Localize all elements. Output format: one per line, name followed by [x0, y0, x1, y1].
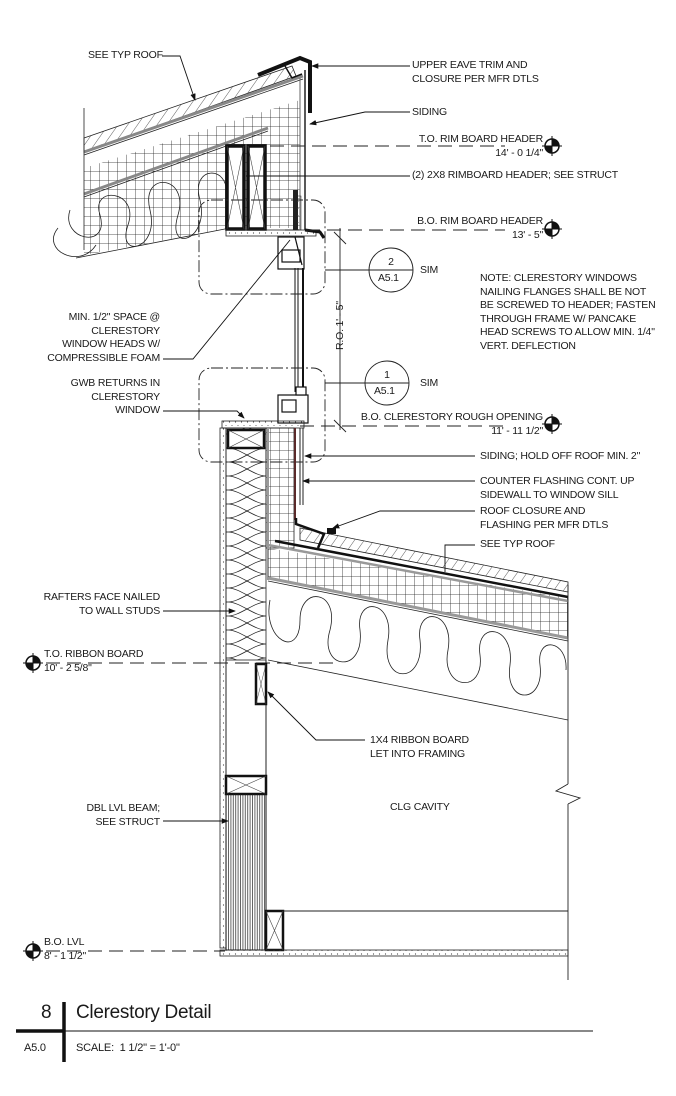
level-elev-bo-lvl: 8' - 1 1/2" — [44, 950, 87, 962]
note-siding-hold-off: SIDING; HOLD OFF ROOF MIN. 2" — [480, 450, 641, 462]
level-marker-icon — [542, 219, 562, 239]
level-name-bo-rim-board: B.O. RIM BOARD HEADER — [417, 215, 543, 227]
leader-lines — [162, 55, 475, 824]
level-elev-bo-rim-board: 13' - 5" — [512, 229, 543, 241]
level-elev-to-rim-board: 14' - 0 1/4" — [495, 147, 543, 159]
upper-eave-trim — [257, 55, 312, 113]
level-name-to-rim-board: T.O. RIM BOARD HEADER — [418, 133, 543, 145]
upper-window-frame — [277, 236, 305, 270]
lower-window-sill — [277, 386, 309, 424]
section-tag-2 — [368, 247, 414, 293]
clerestory-note: NOTE: CLERESTORY WINDOWS NAILING FLANGES… — [480, 272, 656, 352]
wall-assembly — [219, 427, 304, 949]
level-marker-icons — [23, 136, 562, 961]
upper-roof-assembly — [53, 55, 326, 270]
section-tag-1-sheet[interactable]: A5.1 — [374, 385, 395, 397]
detail-number: 8 — [41, 1002, 52, 1023]
upper-batt-insulation — [53, 172, 231, 259]
callout-box-upper — [198, 199, 326, 295]
upper-rigid-insulation — [84, 78, 300, 255]
sim-label-upper: SIM — [420, 264, 439, 276]
section-tag-2-sheet[interactable]: A5.1 — [378, 272, 399, 284]
gwb-return — [221, 420, 305, 429]
wall-rigid-insulation — [265, 427, 295, 549]
ceiling-gwb — [219, 949, 569, 957]
level-marker-icon — [23, 941, 43, 961]
break-line — [554, 783, 582, 805]
wall-batt-insulation — [225, 427, 267, 661]
rough-opening-dim-text: R.O. 1' - 5" — [334, 301, 346, 350]
section-tag-2-number: 2 — [388, 256, 394, 268]
rimboard-header — [225, 144, 267, 231]
rough-opening-dimension — [333, 228, 347, 433]
note-siding: SIDING — [412, 106, 447, 118]
level-elev-bo-clerestory-ro: 11' - 11 1/2" — [491, 425, 543, 437]
note-gwb-returns: GWB RETURNS IN CLERESTORY WINDOW — [70, 377, 161, 416]
sim-label-lower: SIM — [420, 377, 439, 389]
detail-title: Clerestory Detail — [76, 1002, 212, 1023]
lower-roof-assembly — [267, 518, 582, 980]
level-name-to-ribbon-board: T.O. RIBBON BOARD — [44, 648, 144, 660]
lower-rigid-insulation — [268, 548, 568, 638]
note-ribbon-board: 1X4 RIBBON BOARD LET INTO FRAMING — [370, 734, 469, 760]
title-block-lines — [16, 1002, 593, 1062]
level-marker-icon — [23, 653, 43, 673]
roof-closure-flashing — [294, 518, 326, 549]
note-see-typ-roof-upper: SEE TYP ROOF — [88, 49, 163, 61]
note-roof-closure: ROOF CLOSURE AND FLASHING PER MFR DTLS — [480, 505, 609, 531]
level-name-bo-clerestory-ro: B.O. CLERESTORY ROUGH OPENING — [360, 411, 543, 423]
note-upper-eave-trim: UPPER EAVE TRIM AND CLOSURE PER MFR DTLS — [412, 59, 539, 85]
clerestory-glazing — [294, 268, 304, 392]
dbl-lvl-beam — [224, 774, 285, 952]
section-tag-1-number: 1 — [384, 369, 390, 381]
note-dbl-lvl-beam: DBL LVL BEAM; SEE STRUCT — [86, 802, 161, 828]
lower-batt-insulation — [268, 596, 567, 696]
interior-gwb — [219, 427, 227, 949]
level-name-bo-lvl: B.O. LVL — [44, 936, 85, 948]
level-lines — [25, 145, 505, 952]
level-elev-to-ribbon-board: 10' - 2 5/8" — [44, 662, 92, 674]
note-min-space: MIN. 1/2" SPACE @ CLERESTORY WINDOW HEAD… — [47, 311, 160, 364]
sheet-number: A5.0 — [24, 1042, 46, 1054]
clg-cavity-label: CLG CAVITY — [390, 801, 450, 813]
section-tag-1 — [364, 360, 410, 406]
note-rafters-face-nailed: RAFTERS FACE NAILED TO WALL STUDS — [43, 591, 161, 617]
note-rimboard-header: (2) 2X8 RIMBOARD HEADER; SEE STRUCT — [412, 169, 618, 181]
level-marker-icon — [542, 136, 562, 156]
note-see-typ-roof-lower: SEE TYP ROOF — [480, 538, 555, 550]
note-counter-flashing: COUNTER FLASHING CONT. UP SIDEWALL TO WI… — [480, 475, 635, 501]
level-marker-icon — [542, 414, 562, 434]
scale-text: SCALE: 1 1/2" = 1'-0" — [76, 1042, 180, 1054]
